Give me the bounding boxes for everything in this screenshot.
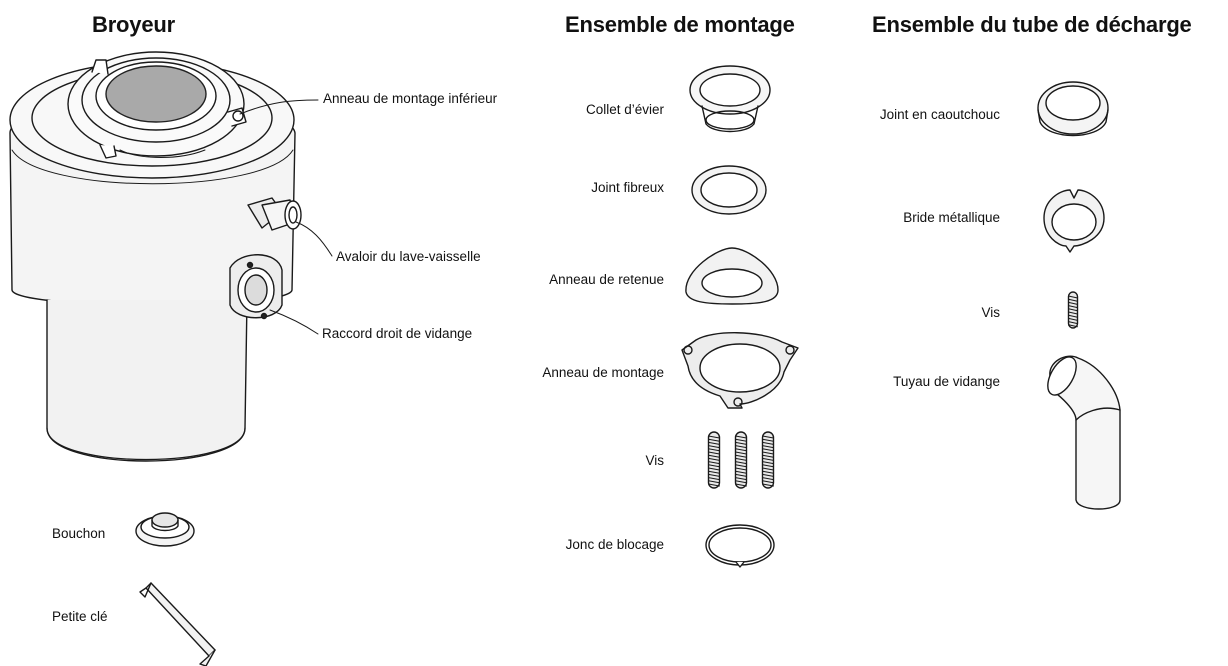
disposer-drawing: [10, 52, 301, 461]
label-sink-flange: Collet d’évier: [585, 102, 664, 117]
label-stopper: Bouchon: [52, 526, 106, 541]
heading-montage: Ensemble de montage: [565, 12, 795, 37]
label-screw-single: Vis: [981, 305, 1000, 320]
sink-flange-drawing: [690, 66, 770, 132]
metal-flange-drawing: [1044, 190, 1104, 252]
label-screws: Vis: [645, 453, 664, 468]
rubber-gasket-drawing: [1038, 82, 1108, 136]
stopper-drawing: [136, 513, 194, 546]
label-lower-mount-ring: Anneau de montage inférieur: [323, 91, 498, 106]
broyeur-leaders: [240, 100, 332, 334]
label-mounting-ring: Anneau de montage: [542, 365, 664, 380]
label-snap-ring: Jonc de blocage: [565, 537, 664, 552]
screws-drawing: [709, 432, 774, 488]
label-discharge-fitting: Raccord droit de vidange: [322, 326, 473, 341]
drain-pipe-drawing: [1042, 352, 1120, 509]
label-rubber-gasket: Joint en caoutchouc: [879, 107, 1000, 122]
fiber-gasket-drawing: [692, 166, 766, 214]
snap-ring-drawing: [706, 525, 774, 567]
label-fiber-gasket: Joint fibreux: [591, 180, 664, 195]
label-backup-ring: Anneau de retenue: [549, 272, 664, 287]
heading-decharge: Ensemble du tube de décharge: [872, 12, 1192, 37]
label-dishwasher-inlet: Avaloir du lave-vaisselle: [336, 249, 481, 264]
heading-broyeur: Broyeur: [92, 12, 175, 37]
wrench-drawing: [140, 583, 215, 666]
label-wrench: Petite clé: [52, 609, 108, 624]
single-screw-drawing: [1069, 292, 1078, 328]
mounting-ring-drawing: [682, 333, 798, 408]
backup-ring-drawing: [686, 248, 778, 304]
label-drain-pipe: Tuyau de vidange: [893, 374, 1000, 389]
label-metal-flange: Bride métallique: [903, 210, 1000, 225]
